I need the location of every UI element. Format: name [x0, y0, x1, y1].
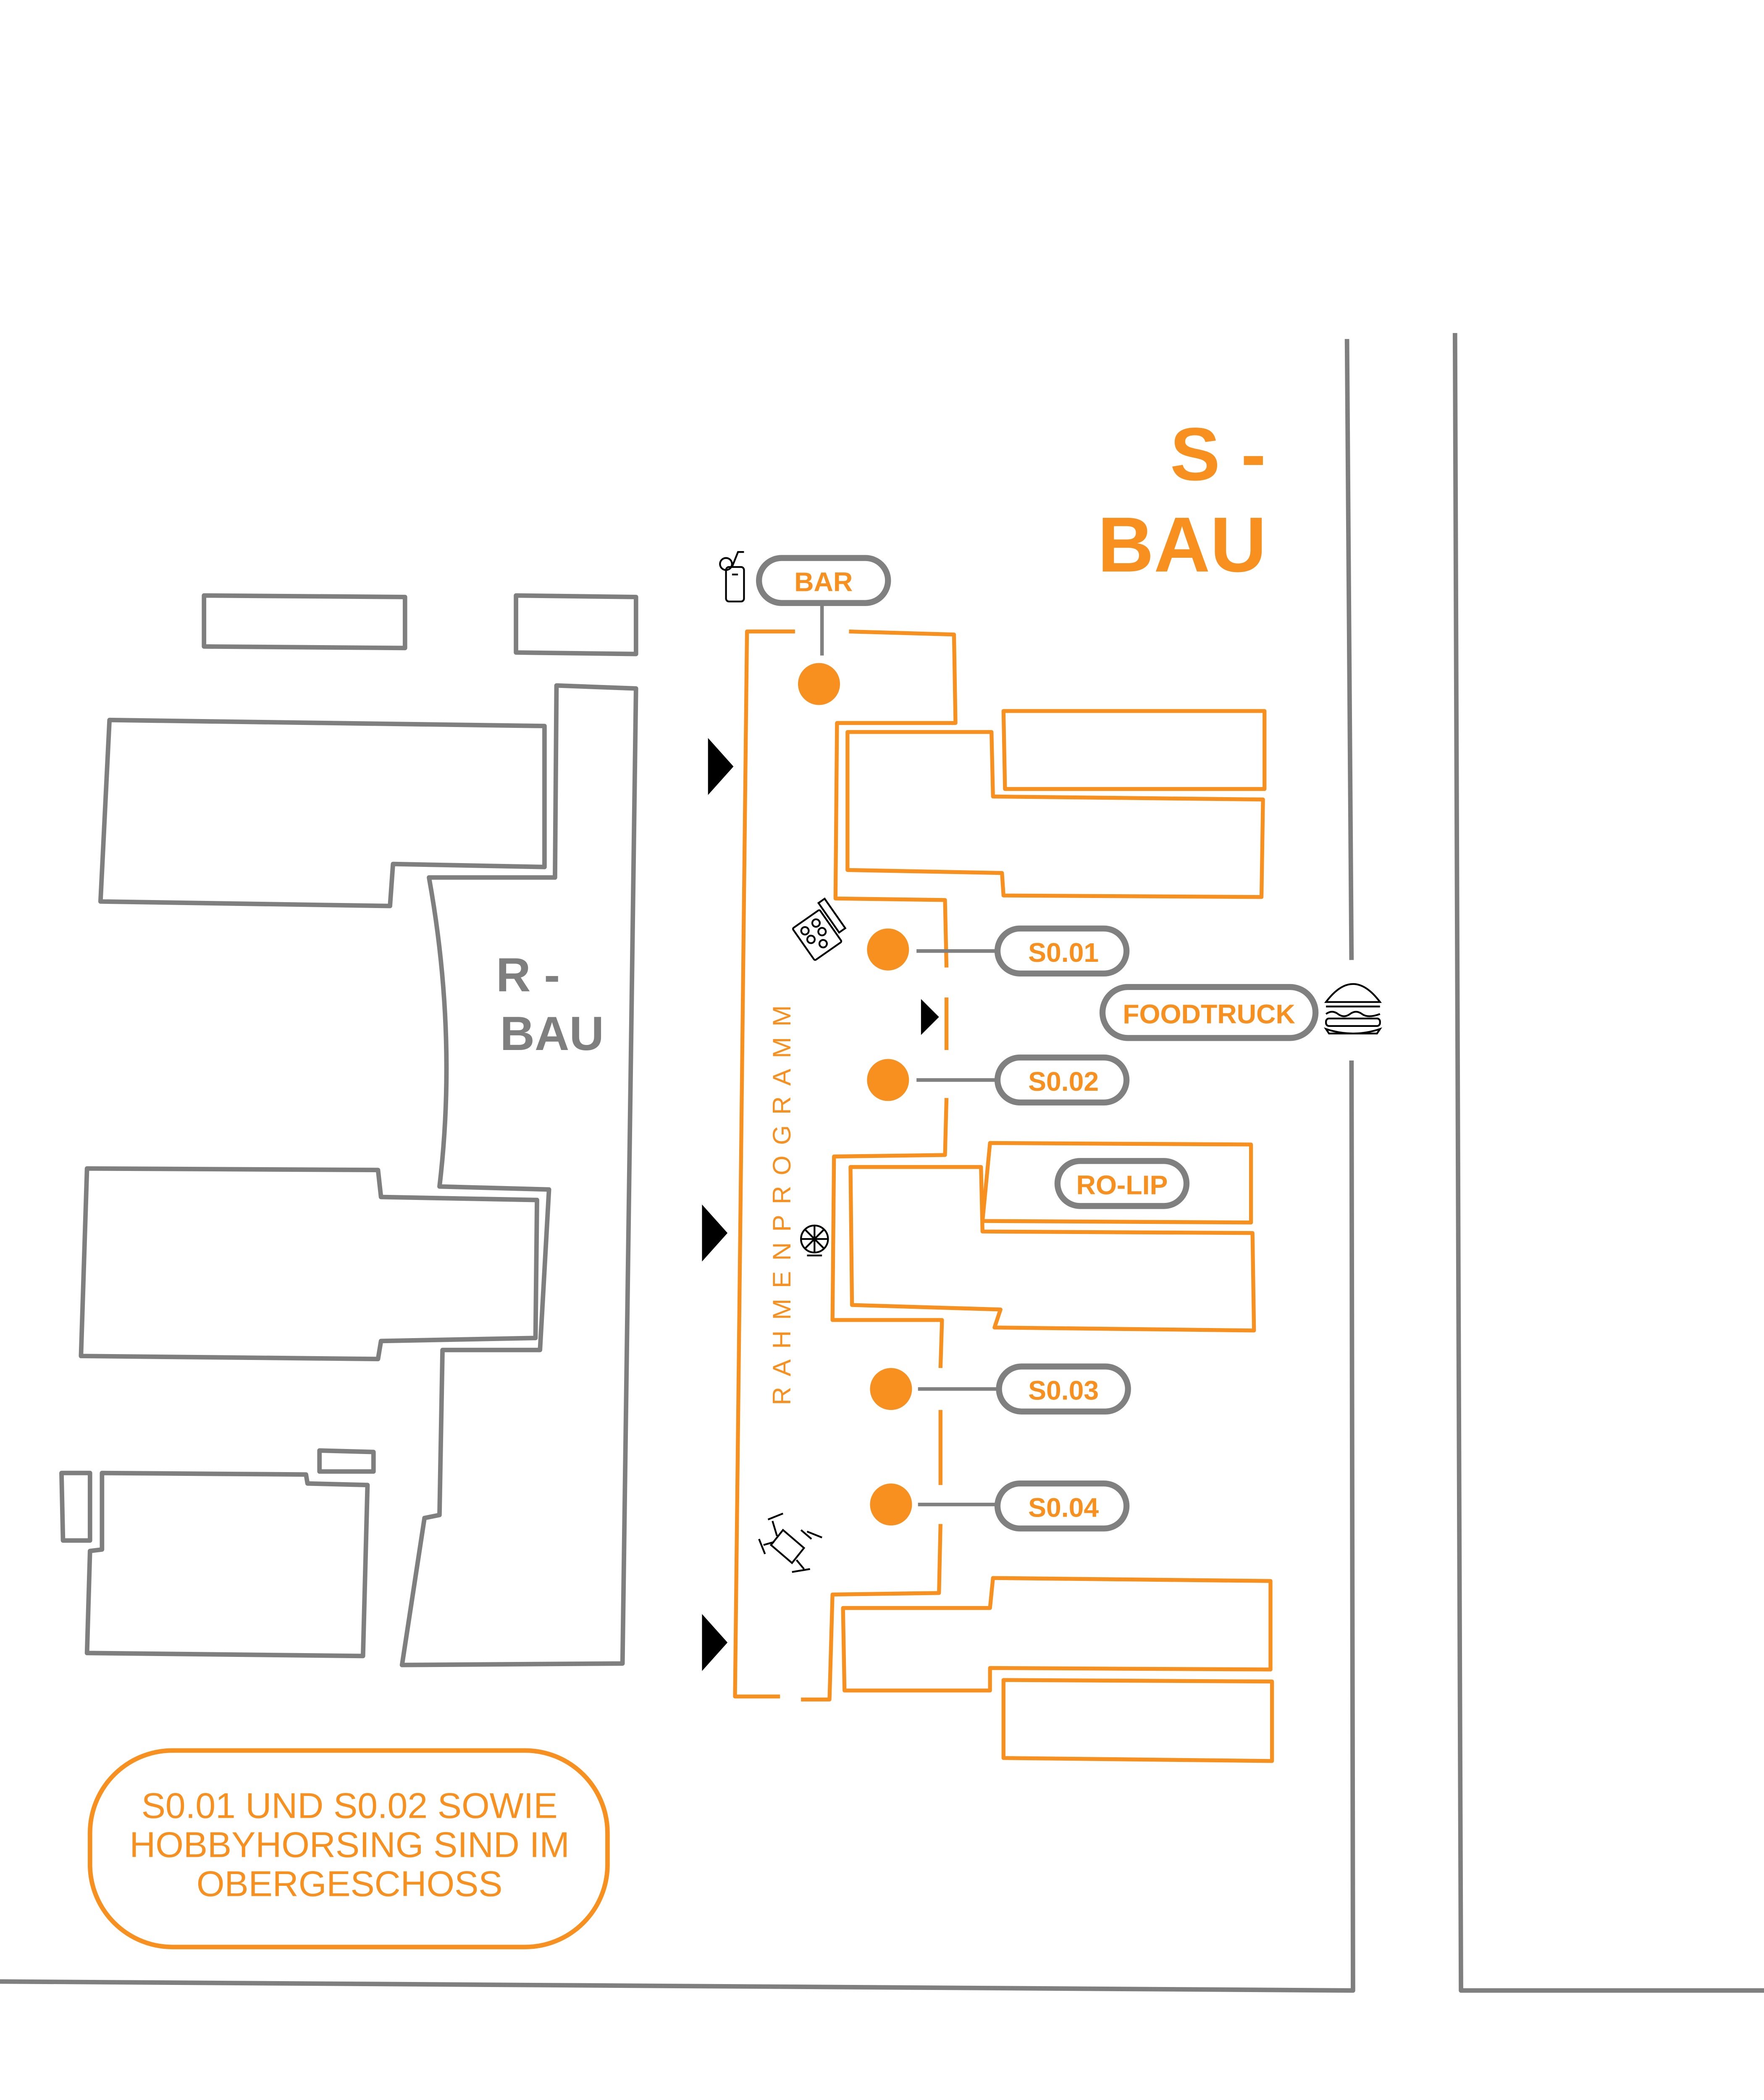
location-dot-s0-02[interactable]	[867, 1059, 909, 1101]
drink-icon	[719, 551, 745, 603]
note-box: S0.01 UND S0.02 SOWIE HOBBYHORSING SIND …	[87, 1748, 610, 1950]
road-outline-left	[0, 339, 1355, 1993]
building-outline	[514, 593, 638, 656]
building-outline	[1001, 709, 1267, 791]
building-outline	[84, 1470, 370, 1659]
pill-ro-lip[interactable]: RO-LIP	[1054, 1158, 1190, 1209]
pill-label: S0.02	[1028, 1066, 1099, 1097]
building-outline	[202, 593, 407, 651]
road-outline-right	[1452, 333, 1764, 1993]
map-canvas: S - BAU R - BAU RAHMENPROGRAMM BAR S0.01…	[0, 333, 1764, 1993]
corridor-outline	[801, 629, 958, 1702]
note-line: HOBBYHORSING SIND IM	[129, 1824, 570, 1865]
pill-s0-02[interactable]: S0.02	[994, 1054, 1130, 1106]
burger-icon	[1323, 983, 1382, 1034]
location-dot-s0-01[interactable]	[867, 928, 909, 971]
building-outline	[79, 1166, 539, 1362]
s-bau-label-line1: S -	[1170, 412, 1266, 496]
pill-label: RO-LIP	[1076, 1170, 1168, 1200]
building-outline	[317, 1448, 376, 1474]
building-outline	[59, 1470, 92, 1543]
corridor-outline	[733, 629, 795, 1698]
r-bau-label-line1: R -	[496, 949, 560, 1002]
building-outline	[848, 1165, 1256, 1333]
rahmenprogramm-label: RAHMENPROGRAMM	[767, 995, 796, 1405]
roads	[0, 333, 1764, 1993]
drone-icon	[758, 1512, 822, 1573]
building-outline	[1001, 1678, 1274, 1763]
ro-lip-building	[980, 1141, 1253, 1225]
palette-icon	[792, 897, 847, 961]
pill-label: S0.04	[1028, 1492, 1099, 1522]
pill-foodtruck[interactable]: FOODTRUCK	[1099, 984, 1319, 1041]
pill-label: S0.01	[1028, 937, 1099, 968]
location-dot-bar[interactable]	[798, 663, 840, 705]
pill-s0-04[interactable]: S0.04	[994, 1480, 1130, 1532]
pill-label: S0.03	[1028, 1376, 1099, 1406]
pill-s0-01[interactable]: S0.01	[994, 925, 1130, 976]
r-bau-buildings	[59, 593, 638, 1667]
location-markers	[798, 603, 999, 1526]
s-bau-label-line2: BAU	[1097, 501, 1266, 588]
pill-label: FOODTRUCK	[1123, 999, 1295, 1029]
note-line: OBERGESCHOSS	[197, 1864, 503, 1904]
pill-s0-03[interactable]: S0.03	[996, 1363, 1131, 1415]
r-bau-main-building	[399, 683, 638, 1667]
note-line: S0.01 UND S0.02 SOWIE	[142, 1786, 558, 1826]
location-dot-s0-03[interactable]	[870, 1368, 912, 1410]
entrance-arrow-icon	[702, 738, 939, 1671]
s-bau-buildings	[733, 629, 1274, 1763]
location-dot-s0-04[interactable]	[870, 1483, 912, 1526]
building-outline	[841, 1576, 1273, 1693]
pill-label: BAR	[794, 567, 853, 597]
wheel-of-fortune-icon	[800, 1224, 829, 1257]
r-bau-label-line2: BAU	[500, 1007, 604, 1060]
building-outline	[845, 730, 1265, 899]
pill-bar[interactable]: BAR	[756, 555, 891, 606]
campus-map: S - BAU R - BAU RAHMENPROGRAMM BAR S0.01…	[0, 333, 1764, 1993]
building-outline	[98, 717, 547, 908]
